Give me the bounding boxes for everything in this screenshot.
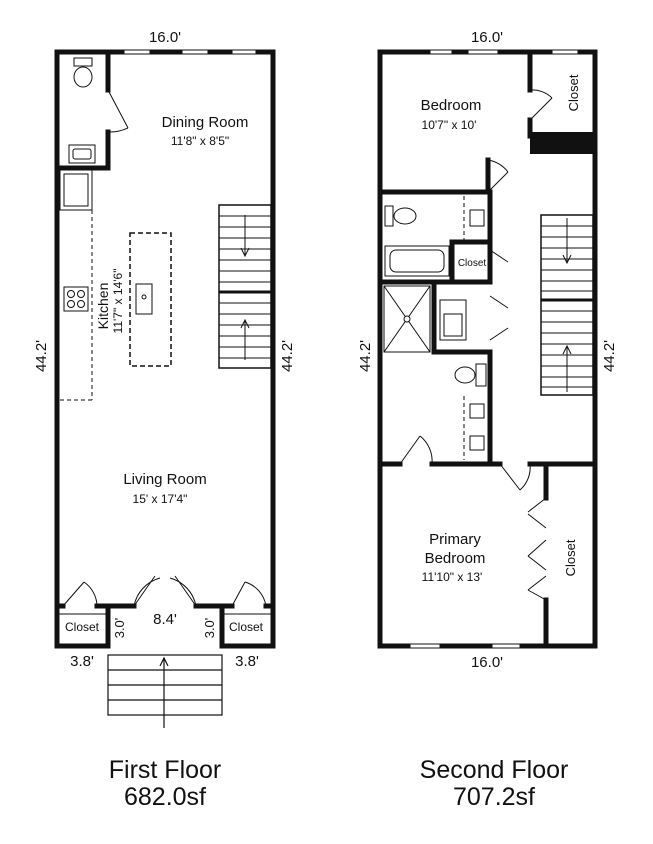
ff-top-width: 16.0' (149, 29, 181, 46)
second-floor-toilet2-icon (454, 363, 487, 387)
sf-top-width: 16.0' (471, 29, 503, 46)
closet-top-label: Closet (566, 74, 581, 111)
kitchen-name: Kitchen (95, 283, 111, 330)
bedroom-name: Bedroom (421, 97, 482, 114)
living-room-size: 15' x 17'4" (133, 492, 188, 506)
toilet-icon (73, 57, 93, 88)
first-floor-plan: 16.0' 44.2' 44.2' Dining Room 11'8" x 8'… (33, 29, 296, 728)
entry-left-depth: 3.0' (112, 618, 127, 639)
wall-block (530, 132, 595, 154)
second-floor-doors (399, 89, 553, 601)
first-floor-area: 682.0sf (123, 783, 206, 811)
bottom-right-dim: 3.8' (235, 653, 259, 670)
second-floor-stairs (540, 214, 594, 396)
bedroom-size: 10'7" x 10' (422, 118, 477, 132)
kitchen-size: 11'7" x 14'6" (111, 269, 125, 334)
closet-bath-label: Closet (458, 258, 487, 269)
second-floor-sink-icon (463, 196, 485, 240)
second-floor-windows (408, 49, 580, 649)
ff-left-height: 44.2' (33, 340, 50, 372)
first-floor-windows (122, 49, 258, 55)
closet-left-label: Closet (65, 620, 100, 634)
second-floor-title: Second Floor (419, 756, 569, 784)
stove-icon (63, 286, 89, 312)
sink-icon (68, 144, 96, 164)
bath-door (107, 89, 129, 133)
primary-bedroom-name-1: Primary (429, 531, 481, 548)
dining-room-size: 11'8" x 8'5" (171, 134, 229, 148)
entry-steps (107, 654, 223, 728)
first-floor-stairs (218, 204, 272, 369)
first-floor-title: First Floor (108, 756, 222, 784)
bathtub-icon (384, 245, 450, 277)
entry-width: 8.4' (153, 611, 177, 628)
primary-bedroom-name-2: Bedroom (425, 550, 486, 567)
kitchen-island (129, 232, 172, 367)
second-floor-caption: Second Floor 707.2sf (364, 757, 624, 811)
second-floor-plan: Closet (357, 29, 618, 671)
ff-right-height: 44.2' (279, 340, 296, 372)
living-room-name: Living Room (123, 471, 206, 488)
sf-left-height: 44.2' (357, 340, 374, 372)
sf-right-height: 44.2' (601, 340, 618, 372)
double-vanity-icon (463, 396, 485, 460)
primary-bedroom-size: 11'10" x 13' (422, 570, 483, 584)
closet-primary-label: Closet (563, 539, 578, 576)
bottom-left-dim: 3.8' (70, 653, 94, 670)
washer-icon (439, 299, 467, 341)
entry-right-depth: 3.0' (202, 618, 217, 639)
sf-bottom-width: 16.0' (471, 654, 503, 671)
second-floor-area: 707.2sf (452, 783, 535, 811)
front-doors (57, 575, 273, 615)
first-floor-walls (54, 49, 276, 649)
second-floor-toilet-icon (384, 205, 417, 227)
shower-icon (383, 285, 431, 353)
first-floor-caption: First Floor 682.0sf (35, 757, 295, 811)
closet-right-label: Closet (229, 620, 264, 634)
kitchen-counter (59, 169, 93, 401)
dining-room-name: Dining Room (162, 114, 249, 131)
